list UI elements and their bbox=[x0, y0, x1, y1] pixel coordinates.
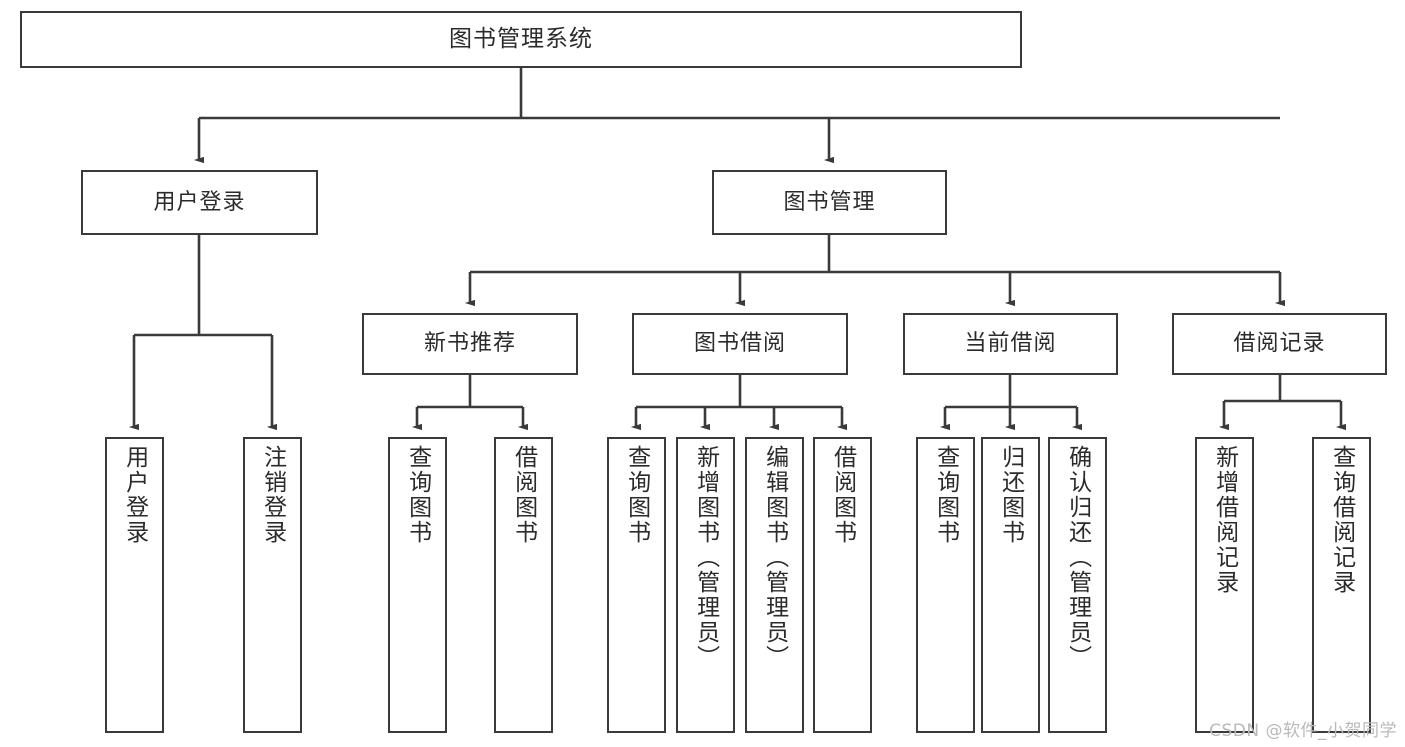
node-leaf-confirm-return-admin-label: 确认归还（管理员） bbox=[1064, 445, 1091, 670]
node-borrow-record-label: 借阅记录 bbox=[1233, 331, 1326, 357]
node-leaf-borrow-book-1-label: 借阅图书 bbox=[510, 445, 537, 545]
node-leaf-return-book[interactable]: 归还图书 bbox=[981, 437, 1040, 733]
node-book-manage-label: 图书管理 bbox=[783, 189, 876, 215]
node-current-borrow[interactable]: 当前借阅 bbox=[903, 313, 1118, 375]
node-leaf-query-book-1[interactable]: 查询图书 bbox=[388, 437, 447, 733]
node-leaf-add-borrow-record[interactable]: 新增借阅记录 bbox=[1195, 437, 1254, 733]
node-leaf-user-login[interactable]: 用户登录 bbox=[105, 437, 164, 733]
node-book-borrow-label: 图书借阅 bbox=[693, 331, 786, 357]
node-current-borrow-label: 当前借阅 bbox=[964, 331, 1057, 357]
node-leaf-logout-login-label: 注销登录 bbox=[259, 445, 286, 545]
node-leaf-borrow-book-2-label: 借阅图书 bbox=[829, 445, 856, 545]
node-leaf-edit-book-admin-label: 编辑图书（管理员） bbox=[761, 445, 788, 670]
node-leaf-query-borrow-record[interactable]: 查询借阅记录 bbox=[1312, 437, 1371, 733]
node-leaf-query-book-3-label: 查询图书 bbox=[932, 445, 959, 545]
csdn-watermark: CSDN @软件_小贺同学 bbox=[1209, 721, 1397, 741]
node-user-login[interactable]: 用户登录 bbox=[81, 170, 318, 235]
node-borrow-record[interactable]: 借阅记录 bbox=[1172, 313, 1387, 375]
node-leaf-return-book-label: 归还图书 bbox=[997, 445, 1024, 545]
node-book-borrow[interactable]: 图书借阅 bbox=[632, 313, 848, 375]
node-leaf-user-login-label: 用户登录 bbox=[121, 445, 148, 545]
node-new-book-recommend-label: 新书推荐 bbox=[423, 331, 516, 357]
node-leaf-add-book-admin-label: 新增图书（管理员） bbox=[692, 445, 719, 670]
node-book-manage[interactable]: 图书管理 bbox=[712, 170, 947, 235]
node-leaf-query-book-1-label: 查询图书 bbox=[404, 445, 431, 545]
node-leaf-borrow-book-1[interactable]: 借阅图书 bbox=[494, 437, 553, 733]
node-new-book-recommend[interactable]: 新书推荐 bbox=[362, 313, 578, 375]
node-leaf-edit-book-admin[interactable]: 编辑图书（管理员） bbox=[745, 437, 804, 733]
node-leaf-query-book-2-label: 查询图书 bbox=[623, 445, 650, 545]
node-root-system[interactable]: 图书管理系统 bbox=[20, 11, 1022, 68]
node-leaf-add-borrow-record-label: 新增借阅记录 bbox=[1211, 445, 1238, 595]
node-user-login-label: 用户登录 bbox=[153, 189, 246, 215]
node-leaf-borrow-book-2[interactable]: 借阅图书 bbox=[813, 437, 872, 733]
node-leaf-query-book-2[interactable]: 查询图书 bbox=[607, 437, 666, 733]
node-leaf-add-book-admin[interactable]: 新增图书（管理员） bbox=[676, 437, 735, 733]
node-root-system-label: 图书管理系统 bbox=[449, 26, 593, 53]
node-leaf-confirm-return-admin[interactable]: 确认归还（管理员） bbox=[1048, 437, 1107, 733]
node-leaf-query-borrow-record-label: 查询借阅记录 bbox=[1328, 445, 1355, 595]
node-leaf-query-book-3[interactable]: 查询图书 bbox=[916, 437, 975, 733]
node-leaf-logout-login[interactable]: 注销登录 bbox=[243, 437, 302, 733]
